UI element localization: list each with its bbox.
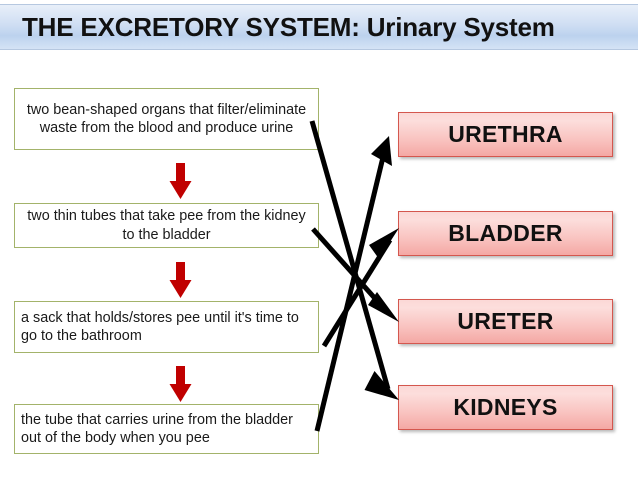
description-box-kidneys: two bean-shaped organs that filter/elimi… — [14, 88, 319, 150]
organ-label: URETER — [457, 308, 554, 334]
page-title: THE EXCRETORY SYSTEM: Urinary System — [22, 11, 555, 42]
description-text: the tube that carries urine from the bla… — [21, 411, 293, 447]
organ-label: BLADDER — [448, 220, 563, 246]
organ-box-urethra: URETHRA — [398, 112, 613, 157]
description-box-ureter: two thin tubes that take pee from the ki… — [14, 203, 319, 248]
description-text: two thin tubes that take pee from the ki… — [27, 208, 306, 243]
slide-title-bar: THE EXCRETORY SYSTEM: Urinary System — [0, 4, 638, 50]
organ-box-ureter: URETER — [398, 299, 613, 344]
organ-label: KIDNEYS — [453, 394, 558, 420]
match-arrow-bladder-icon — [321, 228, 399, 348]
flow-arrow-1-icon — [169, 163, 192, 199]
match-arrow-ureter-icon — [311, 227, 399, 322]
match-arrow-urethra-icon — [314, 136, 392, 432]
description-text: a sack that holds/stores pee until it's … — [21, 309, 299, 345]
organ-box-bladder: BLADDER — [398, 211, 613, 256]
organ-box-kidneys: KIDNEYS — [398, 385, 613, 430]
description-box-bladder: a sack that holds/stores pee until it's … — [14, 301, 319, 353]
description-text: two bean-shaped organs that filter/elimi… — [26, 101, 307, 137]
description-box-urethra: the tube that carries urine from the bla… — [14, 404, 319, 454]
match-arrow-kidneys-icon — [309, 120, 399, 400]
organ-label: URETHRA — [448, 121, 563, 147]
flow-arrow-3-icon — [169, 366, 192, 402]
flow-arrow-2-icon — [169, 262, 192, 298]
